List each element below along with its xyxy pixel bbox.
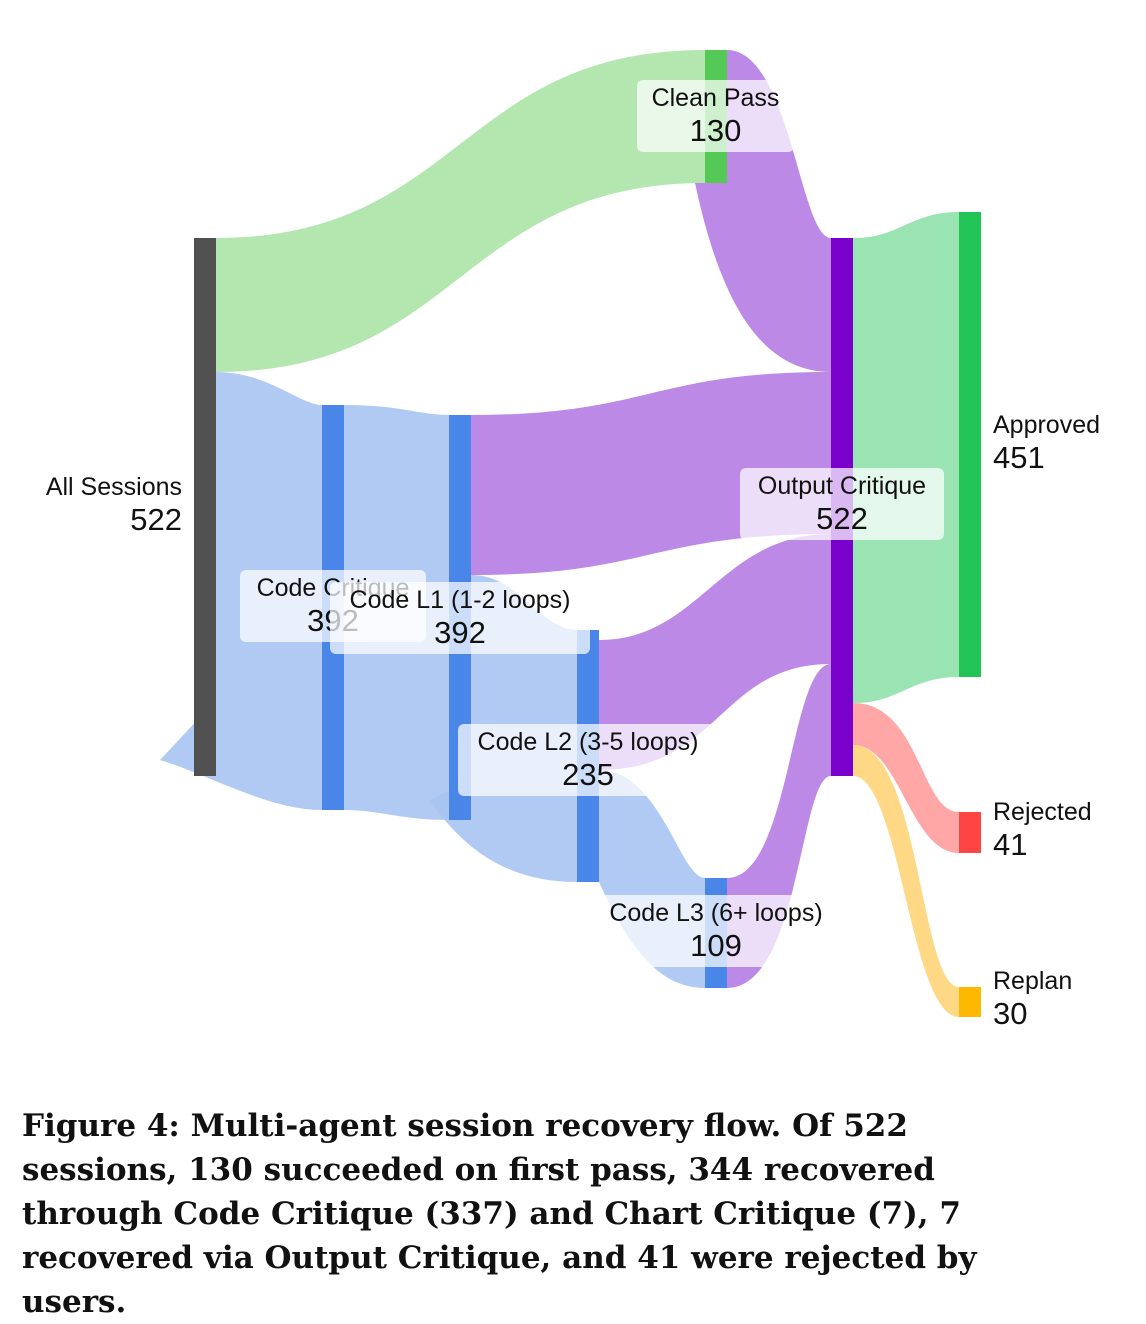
label-name: Code L3 (6+ loops) [609, 899, 823, 927]
label-approved: Approved 451 [993, 411, 1133, 475]
label-value: 392 [434, 614, 486, 650]
label-rejected: Rejected 41 [993, 798, 1133, 862]
figure-caption: Figure 4: Multi-agent session recovery f… [22, 1108, 977, 1320]
label-value: 522 [130, 501, 182, 537]
label-all-sessions: All Sessions 522 [20, 473, 182, 537]
label-name: Code L1 (1-2 loops) [349, 586, 571, 614]
label-value: 235 [562, 756, 614, 792]
label-value: 109 [690, 927, 742, 963]
label-output-critique: Output Critique 522 [740, 468, 944, 541]
label-replan: Replan 30 [993, 967, 1133, 1031]
label-code-l1: Code L1 (1-2 loops) 392 [330, 582, 590, 655]
link-output-to-approved [853, 212, 959, 703]
label-name: Rejected [993, 798, 1092, 826]
label-value: 41 [993, 826, 1028, 862]
link-all-to-clean [216, 50, 705, 372]
link-l2-to-output [599, 534, 831, 770]
label-name: Approved [993, 411, 1101, 439]
link-output-to-rejected [853, 703, 959, 853]
label-name: Clean Pass [651, 84, 780, 112]
label-code-l2: Code L2 (3-5 loops) 235 [458, 724, 718, 797]
label-name: Output Critique [757, 472, 927, 500]
node-replan [959, 987, 981, 1017]
label-name: All Sessions [45, 473, 182, 501]
label-value: 522 [816, 500, 868, 536]
sankey-svg [160, 50, 981, 1017]
node-rejected [959, 812, 981, 853]
label-value: 451 [993, 439, 1045, 475]
node-approved [959, 212, 981, 677]
sankey-diagram: All Sessions 522 Clean Pass 130 Code Cri… [20, 50, 1133, 1031]
link-output-to-replan [853, 745, 959, 1017]
label-name: Replan [993, 967, 1073, 995]
label-value: 30 [993, 995, 1028, 1031]
label-clean-pass: Clean Pass 130 [637, 80, 794, 153]
label-name: Code L2 (3-5 loops) [477, 728, 699, 756]
label-code-l3: Code L3 (6+ loops) 109 [592, 895, 840, 968]
label-value: 130 [689, 112, 742, 148]
node-all-sessions [194, 238, 216, 776]
